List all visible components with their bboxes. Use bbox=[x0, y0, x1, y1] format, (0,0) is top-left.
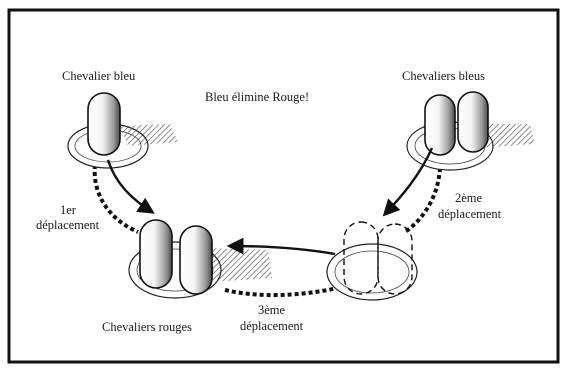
label-blue-pair: Chevaliers bleus bbox=[402, 69, 485, 83]
label-move2-line1: 2ème bbox=[455, 191, 483, 205]
path-move-2 bbox=[405, 168, 440, 232]
label-red-pair: Chevaliers rouges bbox=[102, 320, 192, 334]
path-move-1 bbox=[95, 165, 138, 232]
label-move3-line2: déplacement bbox=[240, 319, 304, 333]
diagram-title: Bleu élimine Rouge! bbox=[205, 90, 309, 104]
label-move2-line2: déplacement bbox=[438, 207, 502, 221]
label-move3-line1: 3ème bbox=[258, 303, 286, 317]
blue-single-knight bbox=[68, 93, 178, 168]
label-move1-line2: déplacement bbox=[36, 218, 100, 232]
red-pair-knights bbox=[129, 220, 272, 298]
label-blue-single: Chevalier bleu bbox=[62, 69, 136, 83]
ghost-knights bbox=[327, 222, 417, 300]
label-move1-line1: 1er bbox=[60, 203, 77, 217]
path-move-3 bbox=[225, 288, 338, 295]
